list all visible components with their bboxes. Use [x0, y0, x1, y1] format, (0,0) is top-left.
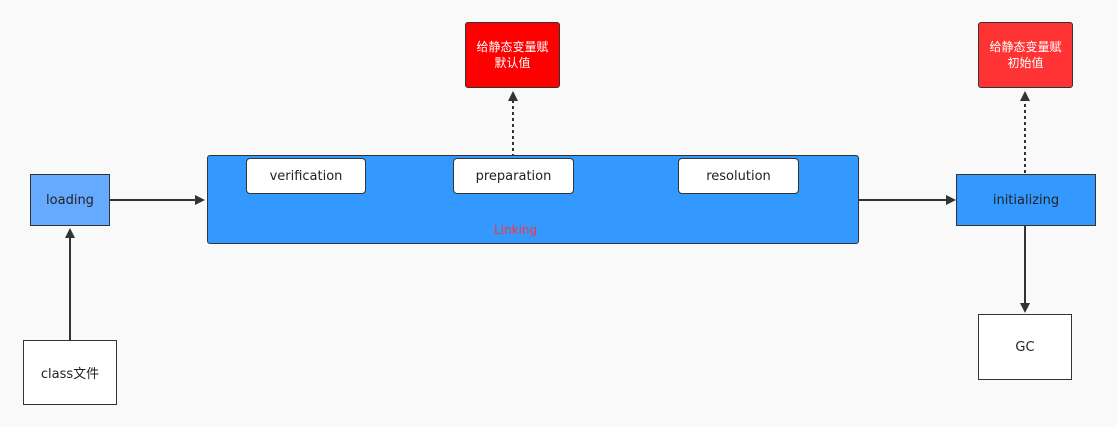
preparation-node[interactable]: preparation [453, 158, 574, 194]
default-value-note[interactable]: 给静态变量赋 默认值 [465, 22, 560, 88]
verification-node[interactable]: verification [246, 158, 366, 194]
initializing-label: initializing [992, 192, 1060, 208]
preparation-label: preparation [475, 168, 552, 184]
initial-value-note[interactable]: 给静态变量赋 初始值 [978, 22, 1073, 88]
class-file-node[interactable]: class文件 [23, 340, 117, 405]
linking-label: Linking [494, 223, 538, 237]
verification-label: verification [269, 168, 343, 184]
initial-value-note-line1: 给静态变量赋 [989, 40, 1062, 54]
gc-node[interactable]: GC [978, 314, 1072, 380]
loading-label: loading [46, 192, 94, 208]
linking-node[interactable]: verification preparation resolution Link… [207, 155, 859, 244]
default-value-note-line2: 默认值 [494, 56, 531, 70]
initial-value-note-line2: 初始值 [1007, 56, 1044, 70]
initializing-node[interactable]: initializing [956, 174, 1096, 226]
class-file-label: class文件 [40, 367, 100, 382]
gc-label: GC [1015, 339, 1035, 355]
resolution-label: resolution [706, 168, 771, 184]
default-value-note-line1: 给静态变量赋 [476, 40, 549, 54]
loading-node[interactable]: loading [30, 174, 110, 226]
resolution-node[interactable]: resolution [678, 158, 799, 194]
